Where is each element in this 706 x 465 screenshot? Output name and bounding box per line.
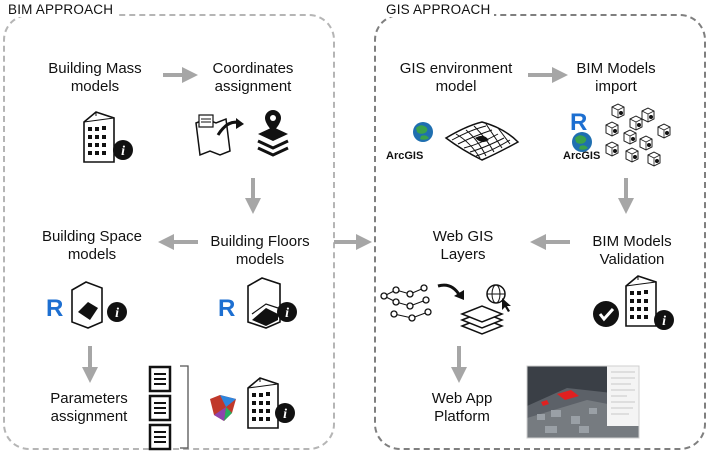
revit-icon-space [46,295,64,322]
parameters-line1: Parameters [50,390,128,407]
gis-environment-model-label: GIS environment model [386,60,526,96]
map-pin-icon [195,114,244,157]
models-cluster-icon [605,103,671,167]
flow-arrows [82,67,634,383]
building-mass-line2: models [70,78,120,95]
building-space-models-label: Building Space models [22,228,162,264]
building-floors-icon [247,277,281,329]
bim-validation-line2: Validation [599,251,665,268]
parameters-line2: assignment [50,408,128,425]
layers-stack-icon [459,305,505,335]
building-icon-validation [625,275,657,327]
building-icon-params [247,377,279,429]
coordinates-assignment-label: Coordinates assignment [188,60,318,96]
info-icon-floors [277,302,297,322]
building-space-line2: models [67,246,117,263]
web-app-line2: Platform [434,408,490,425]
bim-models-validation-label: BIM Models Validation [572,233,692,269]
building-floors-line1: Building Floors [210,233,310,250]
terrain-mesh-icon [444,121,520,161]
bim-approach-title: BIM APPROACH [4,2,118,17]
bracket [180,365,189,449]
layers-location-icon [257,110,289,157]
arcgis-globe-icon-env [413,122,433,142]
web-app-line1: Web App [431,390,493,407]
building-mass-line1: Building Mass [48,60,142,77]
dynamo-icon [210,395,236,421]
bim-validation-line1: BIM Models [592,233,672,250]
info-icon-mass [113,140,133,160]
parameters-assignment-label: Parameters assignment [34,390,144,426]
web-gis-line1: Web GIS [432,228,494,245]
info-icon-space [107,302,127,322]
gis-environment-line1: GIS environment [399,60,513,77]
gis-approach-title: GIS APPROACH [382,2,495,17]
web-app-screenshot [526,365,640,439]
revit-icon-import [570,109,588,136]
bim-models-import-label: BIM Models import [556,60,676,96]
info-icon-params [275,403,295,423]
building-space-line1: Building Space [41,228,143,245]
revit-icon-floors [218,295,236,322]
gis-approach-panel [374,14,706,450]
curved-arrow-icon [437,283,464,300]
building-mass-models-label: Building Mass models [30,60,160,96]
building-floors-line2: models [235,251,285,268]
gis-environment-line2: model [435,78,477,95]
check-icon [593,301,619,327]
arcgis-logo-text-env: ArcGIS [386,150,424,162]
bim-import-line1: BIM Models [576,60,656,77]
web-app-platform-label: Web App Platform [412,390,512,426]
arcgis-globe-icon-import [572,132,592,152]
documents-icon [148,365,172,451]
coordinates-line1: Coordinates [212,60,294,77]
web-gis-line2: Layers [440,246,486,263]
point-cloud-icon [380,284,432,322]
coordinates-line2: assignment [214,78,292,95]
web-gis-layers-label: Web GIS Layers [408,228,518,264]
building-space-icon [71,281,103,329]
building-icon-mass [83,111,115,163]
arcgis-logo-text-import: ArcGIS [563,150,601,162]
building-floors-models-label: Building Floors models [190,233,330,269]
bim-import-line2: import [595,78,637,95]
globe-cursor-icon [486,284,511,312]
info-icon-validation [654,310,674,330]
